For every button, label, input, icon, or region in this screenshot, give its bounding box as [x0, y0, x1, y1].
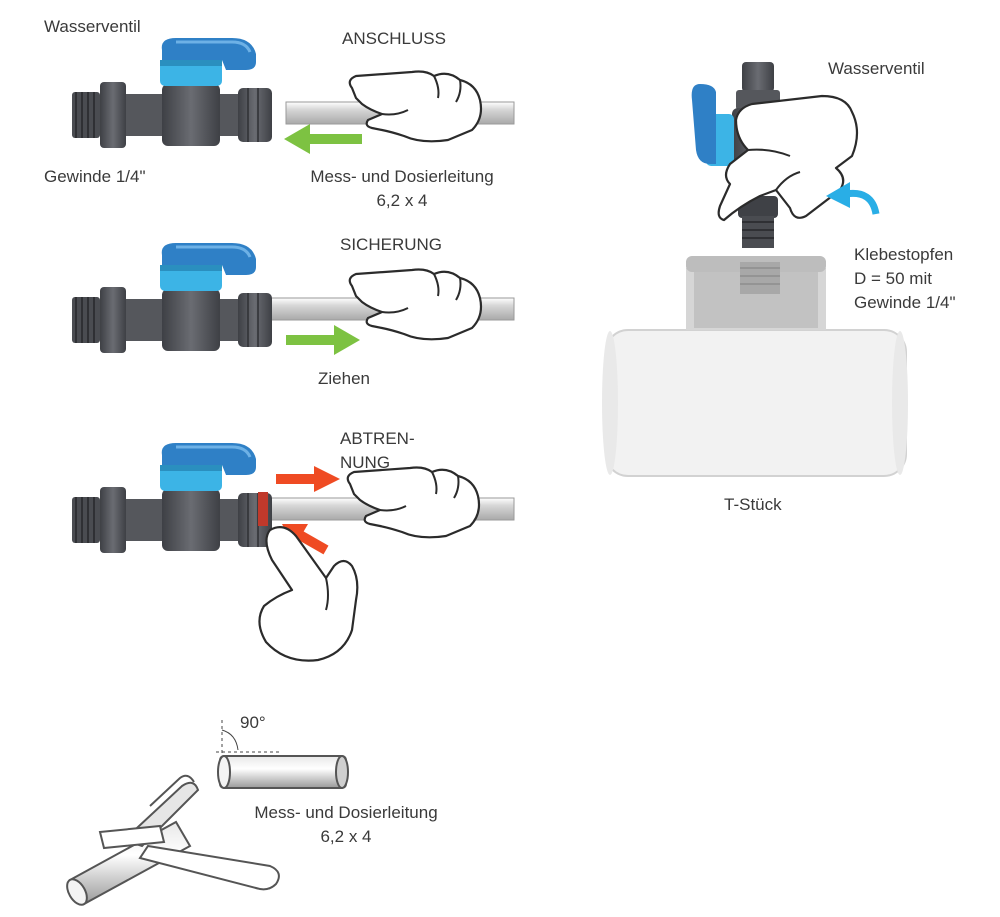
- step2-action: Ziehen: [318, 369, 370, 388]
- step1-illustration: [70, 36, 515, 154]
- pipe-cut-illustration: [66, 720, 349, 906]
- step2-title: SICHERUNG: [340, 235, 443, 254]
- hand-icon: [717, 94, 859, 222]
- pipe-icon: [219, 755, 347, 789]
- hand-icon: [348, 268, 483, 341]
- valve-icon: [70, 36, 274, 150]
- pipe-cutter-icon: [98, 774, 280, 891]
- step2-illustration: [70, 241, 515, 355]
- plug-label-line1: Klebestopfen: [854, 245, 954, 264]
- plug-label-line2: D = 50 mit: [854, 269, 932, 288]
- step3-title-line2: NUNG: [340, 453, 391, 472]
- step1-line-label: Mess- und Dosierleitung: [310, 167, 494, 186]
- tee-assembly-illustration: [602, 62, 908, 477]
- step3-title-line1: ABTREN-: [340, 429, 415, 448]
- step1-title: ANSCHLUSS: [342, 29, 446, 48]
- hand-icon: [346, 466, 481, 539]
- cut-line-size: 6,2 x 4: [320, 827, 372, 846]
- thread-label: Gewinde 1/4": [44, 167, 146, 186]
- hand-icon: [258, 525, 359, 662]
- cut-angle-label: 90°: [240, 713, 266, 732]
- hand-icon: [348, 70, 483, 143]
- valve-label-left: Wasserventil: [44, 17, 141, 36]
- tee-label: T-Stück: [724, 495, 782, 514]
- arrow-icon: [284, 124, 362, 154]
- arrow-icon: [826, 182, 880, 215]
- valve-icon: [70, 441, 274, 555]
- valve-icon: [70, 241, 274, 355]
- release-collar: [258, 492, 268, 526]
- arrow-icon: [276, 466, 340, 492]
- valve-label-right: Wasserventil: [828, 59, 925, 78]
- plug-label-line3: Gewinde 1/4": [854, 293, 956, 312]
- step3-illustration: [70, 441, 515, 662]
- step1-line-size: 6,2 x 4: [376, 191, 428, 210]
- arrow-icon: [286, 325, 360, 355]
- tee-fitting-icon: [602, 256, 908, 477]
- cut-line-label: Mess- und Dosierleitung: [254, 803, 438, 822]
